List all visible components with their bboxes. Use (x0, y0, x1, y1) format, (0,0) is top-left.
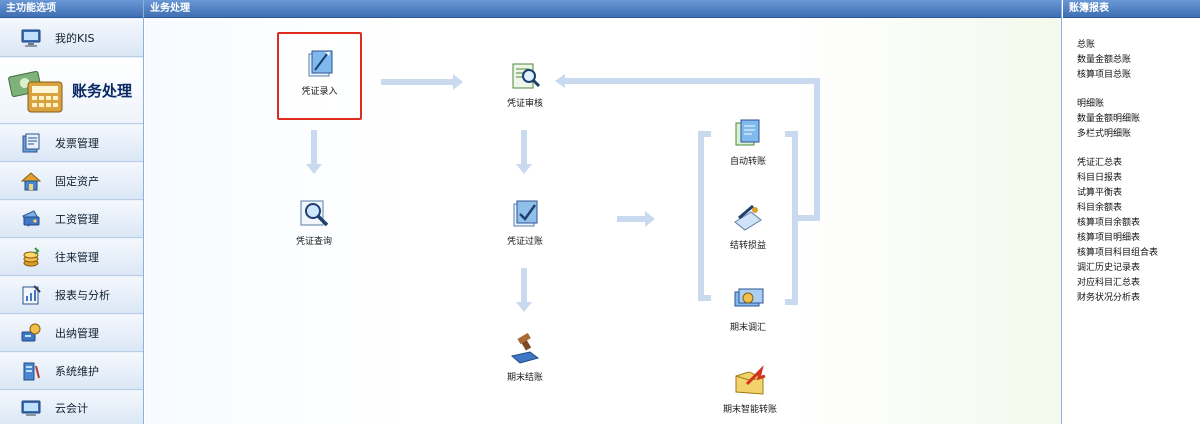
arrow-entry-to-review (381, 74, 463, 90)
sidebar-item-label: 固定资产 (55, 175, 99, 188)
sidebar-item-label: 发票管理 (55, 137, 99, 150)
report-link[interactable]: 数量金额明细账 (1077, 114, 1141, 124)
calculator-money-icon (8, 70, 63, 112)
transfer-pl-icon (734, 204, 762, 231)
sidebar-item-cloud-accounting[interactable]: 云会计 (0, 391, 143, 424)
flow-arrows (306, 74, 820, 312)
report-link[interactable]: 核算项目总账 (1077, 70, 1132, 80)
sidebar-item-cashier[interactable]: 出纳管理 (0, 315, 143, 352)
gavel-icon (510, 332, 540, 364)
report-link[interactable]: 多栏式明细账 (1077, 129, 1132, 139)
transfer-group-bracket-left (698, 131, 711, 301)
report-link[interactable]: 调汇历史记录表 (1077, 263, 1141, 273)
main-title: 业务处理 (144, 0, 1061, 18)
report-list: 总账 数量金额总账 核算项目总账 明细账 数量金额明细账 多栏式明细账 凭证汇总… (1063, 18, 1200, 306)
voucher-review-icon (512, 63, 541, 89)
sidebar-item-label: 我的KIS (55, 31, 95, 45)
report-link[interactable]: 核算项目明细表 (1077, 233, 1141, 243)
house-icon (20, 172, 42, 191)
ledger-reports-panel: 账簿报表 总账 数量金额总账 核算项目总账 明细账 数量金额明细账 多栏式明细账… (1063, 0, 1200, 424)
server-icon (23, 362, 40, 381)
node-label: 期末调汇 (729, 323, 766, 333)
report-group-summary: 凭证汇总表 科目日报表 试算平衡表 科目余额表 核算项目余额表 核算项目明细表 … (1077, 156, 1200, 306)
sidebar-item-payroll[interactable]: 工资管理 (0, 201, 143, 238)
node-label: 凭证审核 (506, 99, 543, 109)
node-voucher-review[interactable]: 凭证审核 (485, 58, 565, 109)
node-label: 自动转账 (729, 157, 766, 167)
arrow-posting-to-close (516, 268, 532, 312)
node-label: 凭证录入 (301, 87, 338, 97)
node-voucher-query[interactable]: 凭证查询 (274, 196, 354, 247)
wallet-icon (22, 210, 40, 227)
voucher-query-icon (300, 200, 329, 227)
cashier-icon (21, 323, 41, 342)
smart-transfer-icon (735, 365, 766, 395)
node-label: 期末结账 (506, 373, 543, 383)
report-link[interactable]: 凭证汇总表 (1077, 158, 1123, 168)
arrow-posting-to-transfers (617, 211, 655, 227)
report-icon (22, 285, 41, 305)
sidebar-title: 主功能选项 (0, 0, 143, 18)
money-bills-icon (734, 288, 764, 307)
arrow-review-to-posting (516, 130, 532, 174)
monitor-icon (21, 29, 41, 47)
report-link[interactable]: 核算项目科目组合表 (1077, 248, 1159, 258)
node-transfer-profit-loss[interactable]: 结转损益 (708, 200, 788, 251)
reports-title: 账簿报表 (1063, 0, 1200, 18)
report-link[interactable]: 科目余额表 (1077, 203, 1123, 213)
sidebar-item-accounting[interactable]: 账务处理 (0, 58, 143, 124)
sidebar-item-invoice[interactable]: 发票管理 (0, 125, 143, 162)
report-link[interactable]: 试算平衡表 (1077, 188, 1123, 198)
coins-icon (23, 247, 40, 267)
report-link[interactable]: 对应科目汇总表 (1077, 278, 1141, 288)
report-link[interactable]: 核算项目余额表 (1077, 218, 1141, 228)
report-link[interactable]: 财务状况分析表 (1077, 293, 1141, 303)
node-voucher-posting[interactable]: 凭证过账 (485, 196, 565, 247)
sidebar-item-label: 出纳管理 (55, 327, 99, 340)
arrow-entry-to-query (306, 130, 322, 174)
report-link[interactable]: 数量金额总账 (1077, 55, 1132, 65)
voucher-entry-icon (308, 50, 332, 77)
node-period-close[interactable]: 期末结账 (485, 332, 565, 383)
report-group-detail: 明细账 数量金额明细账 多栏式明细账 (1077, 97, 1200, 142)
node-label: 凭证查询 (295, 237, 332, 247)
transfer-group-bracket-right (785, 131, 798, 305)
process-flow: 凭证录入 凭证审核 凭证查询 (145, 18, 1062, 424)
sidebar-item-label: 往来管理 (55, 251, 99, 264)
node-smart-transfer[interactable]: 期末智能转账 (708, 364, 792, 415)
sidebar-item-my-kis[interactable]: 我的KIS (0, 19, 143, 57)
sidebar-item-label: 工资管理 (55, 213, 99, 226)
node-period-exchange[interactable]: 期末调汇 (708, 282, 788, 333)
report-link[interactable]: 明细账 (1077, 99, 1105, 109)
arrow-loop-back-to-review (565, 78, 820, 221)
node-voucher-entry[interactable]: 凭证录入 (277, 32, 362, 120)
main-function-sidebar: 主功能选项 我的KIS 账务处理 发票管理 (0, 0, 144, 424)
node-label: 凭证过账 (506, 237, 543, 247)
sidebar-item-label: 系统维护 (55, 365, 99, 378)
sidebar-item-reports[interactable]: 报表与分析 (0, 277, 143, 314)
sidebar-item-label: 账务处理 (72, 82, 133, 100)
sidebar-item-receivables[interactable]: 往来管理 (0, 239, 143, 276)
business-process-panel: 业务处理 (144, 0, 1062, 424)
voucher-posting-icon (513, 200, 538, 227)
sidebar-item-label: 报表与分析 (55, 289, 110, 302)
sidebar-item-label: 云会计 (55, 401, 88, 415)
report-link[interactable]: 科目日报表 (1077, 173, 1123, 183)
sidebar-item-fixed-assets[interactable]: 固定资产 (0, 163, 143, 200)
sidebar-item-system-maintenance[interactable]: 系统维护 (0, 353, 143, 390)
node-label: 结转损益 (729, 241, 766, 251)
node-auto-transfer[interactable]: 自动转账 (708, 116, 788, 167)
invoice-icon (22, 133, 40, 153)
cloud-monitor-icon (21, 400, 41, 416)
report-group-general: 总账 数量金额总账 核算项目总账 (1077, 38, 1200, 83)
auto-transfer-icon (735, 119, 760, 146)
node-label: 期末智能转账 (722, 405, 777, 415)
report-link[interactable]: 总账 (1077, 40, 1096, 50)
